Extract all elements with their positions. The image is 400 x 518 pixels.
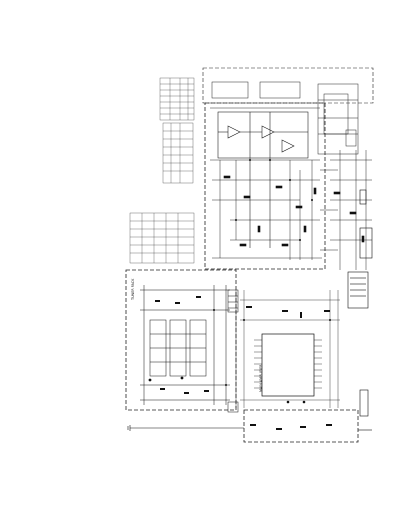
right-connectors [347,189,373,309]
main-amp-block: MAIN AMPLIFIER [243,333,359,443]
reference-table-2 [162,122,194,184]
tuner-ic-array [140,285,230,405]
power-supply-block [202,67,374,270]
junction-dots [213,159,331,386]
right-terminal [358,389,372,431]
main-amp-components [246,306,332,430]
power-components [223,175,365,247]
tuner-pack-title: TUNER PACK [131,278,135,301]
main-amp-pins [235,290,340,408]
power-wiring [210,107,372,270]
reference-table-1 [159,77,195,121]
reference-table-3 [129,212,195,264]
left-input [127,425,244,431]
tuner-components [148,296,209,394]
interconnect-strip [227,289,239,413]
tuner-pack-block: TUNER PACK [125,269,237,411]
top-module [211,81,359,155]
main-amp-title: MAIN AMPLIFIER [259,364,263,392]
